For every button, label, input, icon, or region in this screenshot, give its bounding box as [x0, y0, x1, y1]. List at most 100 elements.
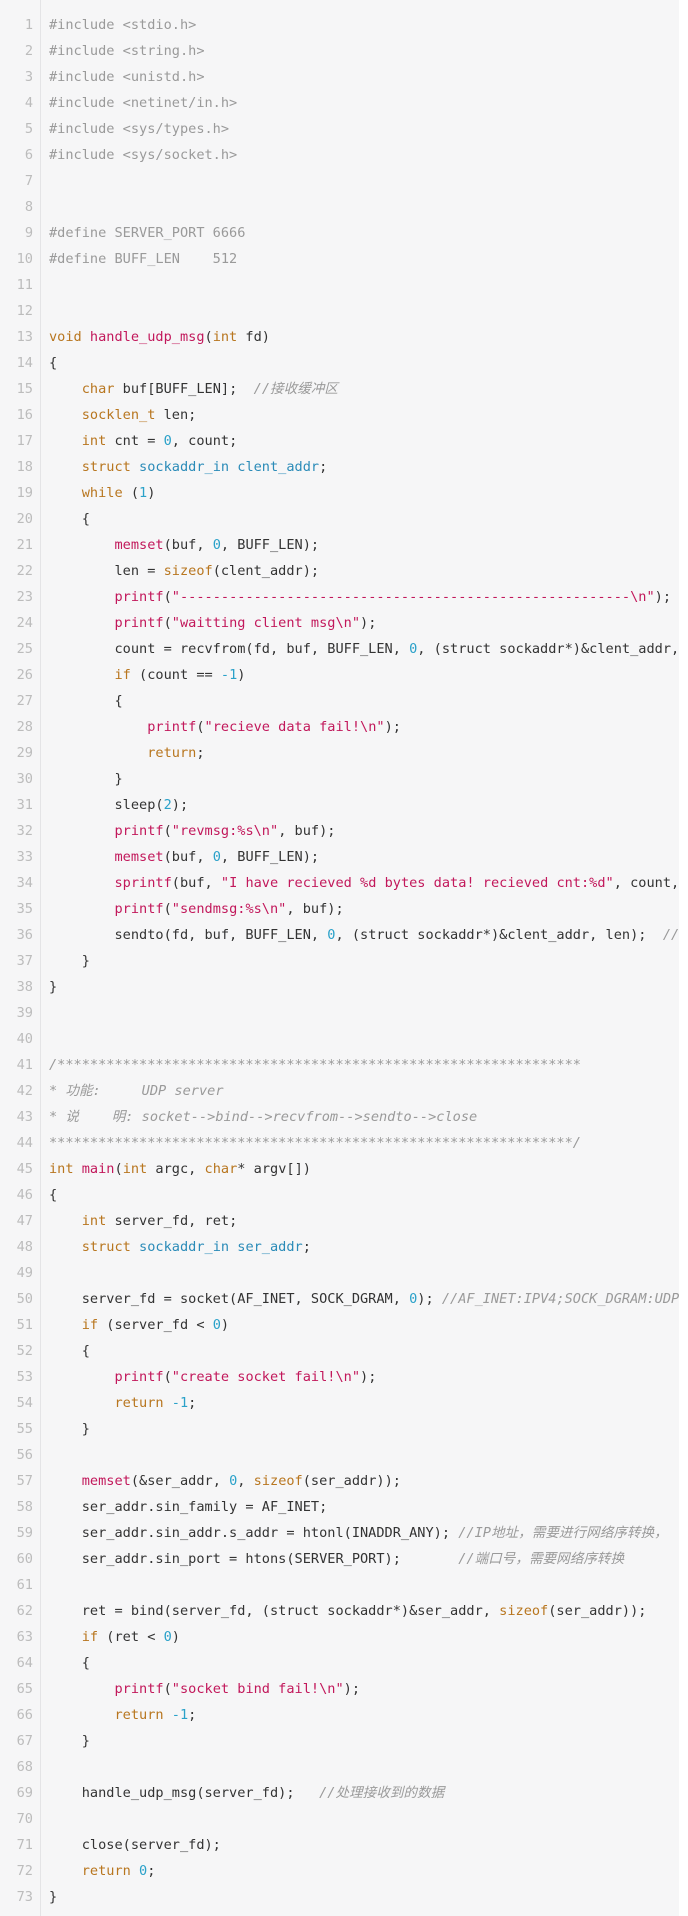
code-token: ( [163, 615, 172, 631]
code-token: (ret < [98, 1629, 164, 1645]
code-token: main [81, 1161, 115, 1177]
code-token: { [49, 1187, 58, 1203]
code-text: return -1; [49, 1395, 196, 1411]
code-text: if (count == -1) [49, 667, 245, 683]
code-token: sizeof [163, 563, 213, 579]
code-line: 28 printf("recieve data fail!\n"); [0, 714, 679, 740]
code-text: return 0; [49, 1863, 156, 1879]
code-line: 35 printf("sendmsg:%s\n", buf); [0, 896, 679, 922]
code-text: } [49, 1421, 90, 1437]
code-text: #define BUFF_LEN 512 [49, 251, 237, 267]
code-text: #include <string.h> [49, 43, 205, 59]
code-token: #include <sys/types.h> [49, 121, 230, 137]
code-token: } [49, 1421, 90, 1437]
code-line: 16 socklen_t len; [0, 402, 679, 428]
line-number: 38 [16, 979, 33, 995]
code-token [49, 1473, 82, 1489]
code-text: int server_fd, ret; [49, 1213, 238, 1229]
code-token: printf [114, 615, 164, 631]
code-token: int [81, 433, 107, 449]
line-number: 45 [16, 1161, 33, 1177]
code-line: 15 char buf[BUFF_LEN]; //接收缓冲区 [0, 376, 679, 402]
code-token: sendto(fd, buf, BUFF_LEN, [49, 927, 328, 943]
code-token: , buf); [278, 823, 336, 839]
code-line: 37 } [0, 948, 679, 974]
code-token: (buf, [171, 875, 221, 891]
code-token: ****************************************… [49, 1135, 581, 1151]
code-token: (buf, [163, 849, 213, 865]
code-token: return [114, 1707, 164, 1723]
code-token: { [49, 1343, 90, 1359]
code-text: return; [49, 745, 204, 761]
code-token: 0 [409, 1291, 418, 1307]
code-token: ); [171, 797, 189, 813]
code-text: ****************************************… [49, 1135, 581, 1151]
code-text: #define SERVER_PORT 6666 [49, 225, 245, 241]
code-token: sprintf [114, 875, 172, 891]
line-number: 73 [16, 1889, 33, 1905]
code-text: socklen_t len; [49, 407, 197, 423]
code-token: , (struct sockaddr*)&clent_addr, len); [335, 927, 663, 943]
line-number: 55 [16, 1421, 33, 1437]
code-token: ); [360, 1369, 377, 1385]
code-line: 33 memset(buf, 0, BUFF_LEN); [0, 844, 679, 870]
code-token: , (struct sockaddr*)&clent_addr, &len); [417, 641, 679, 657]
code-lines: 1#include <stdio.h>2#include <string.h>3… [0, 12, 679, 1910]
code-token: ) [220, 1317, 230, 1333]
code-token: "waitting client msg\n" [171, 615, 361, 631]
line-number: 59 [16, 1525, 33, 1541]
code-token: char [204, 1161, 238, 1177]
code-token [49, 459, 82, 475]
code-line: 61 [0, 1572, 679, 1598]
code-token: ( [163, 823, 172, 839]
code-text: { [49, 1343, 90, 1359]
code-token: 0 [212, 1317, 221, 1333]
code-token: printf [114, 1369, 164, 1385]
code-token: count = recvfrom(fd, buf, BUFF_LEN, [49, 641, 410, 657]
code-line: 26 if (count == -1) [0, 662, 679, 688]
code-line: 18 struct sockaddr_in clent_addr; [0, 454, 679, 480]
line-number: 53 [16, 1369, 33, 1385]
code-token: ; [188, 1707, 197, 1723]
line-number: 25 [16, 641, 33, 657]
line-number: 47 [16, 1213, 33, 1229]
code-token: ( [163, 901, 172, 917]
line-number: 70 [16, 1811, 33, 1827]
code-line: 49 [0, 1260, 679, 1286]
code-token: 0 [163, 433, 172, 449]
code-token: ser_addr.sin_addr.s_addr = htonl(INADDR_… [49, 1525, 459, 1541]
code-text: if (ret < 0) [49, 1629, 180, 1645]
code-token: ser_addr.sin_family = AF_INET; [49, 1499, 328, 1515]
code-token: { [49, 693, 123, 709]
line-number: 22 [16, 563, 33, 579]
line-number: 72 [16, 1863, 33, 1879]
code-token: int [122, 1161, 148, 1177]
line-number: 65 [16, 1681, 33, 1697]
code-line: 72 return 0; [0, 1858, 679, 1884]
code-token: 0 [229, 1473, 238, 1489]
code-token [49, 1629, 82, 1645]
code-token [49, 1707, 114, 1723]
code-line: 57 memset(&ser_addr, 0, sizeof(ser_addr)… [0, 1468, 679, 1494]
code-token: //IP地址，需要进行网络序转换， [458, 1525, 668, 1541]
line-number: 15 [16, 381, 33, 397]
code-token: ); [417, 1291, 442, 1307]
line-number: 19 [16, 485, 33, 501]
code-line: 44**************************************… [0, 1130, 679, 1156]
code-line: 69 handle_udp_msg(server_fd); //处理接收到的数据 [0, 1780, 679, 1806]
code-token: len; [155, 407, 197, 423]
code-token: struct [81, 459, 140, 475]
code-line: 20 { [0, 506, 679, 532]
code-token: if [81, 1317, 99, 1333]
code-line: 43* 说 明: socket-->bind-->recvfrom-->send… [0, 1104, 679, 1130]
code-text: sendto(fd, buf, BUFF_LEN, 0, (struct soc… [49, 927, 679, 943]
line-number: 60 [16, 1551, 33, 1567]
code-token: ; [319, 459, 328, 475]
line-number-gutter-divider [40, 0, 41, 1916]
code-text: * 功能: UDP server [49, 1083, 224, 1099]
code-token: ) [171, 1629, 180, 1645]
code-text: #include <stdio.h> [49, 17, 196, 33]
code-text: { [49, 511, 90, 527]
line-number: 6 [24, 147, 33, 163]
code-text: #include <unistd.h> [49, 69, 205, 85]
